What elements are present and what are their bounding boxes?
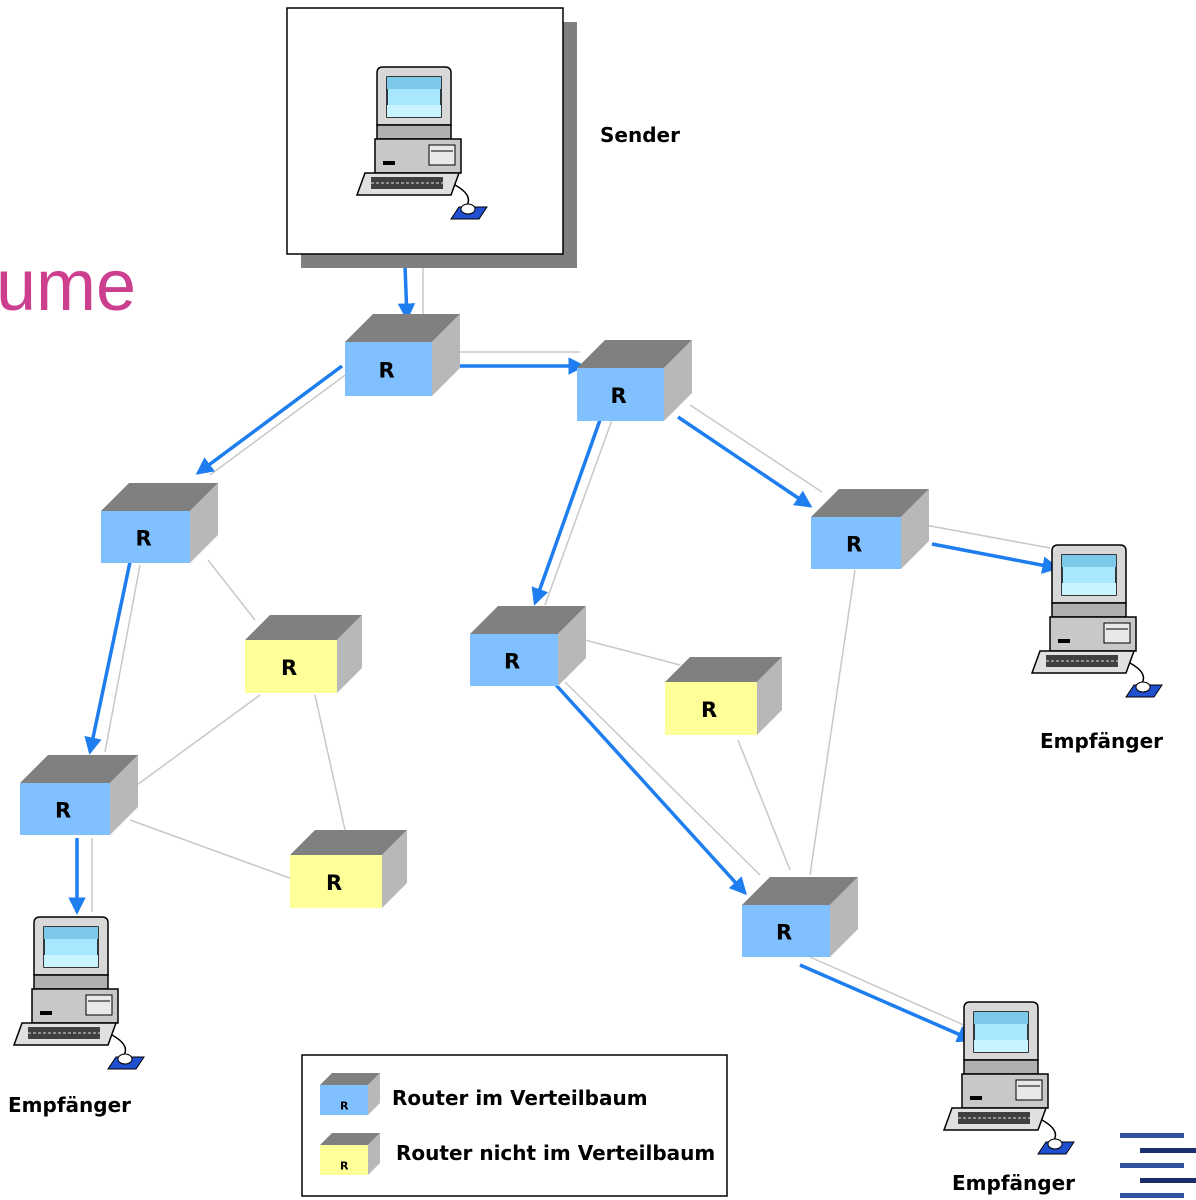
- receiver-bottom-label: Empfänger: [952, 1171, 1075, 1195]
- router-left-1: R: [101, 483, 218, 563]
- receiver-left-computer-icon: [13, 916, 145, 1070]
- legend: R R Router im Verteilbaum Router nicht im…: [301, 1054, 728, 1197]
- router-r1: R: [345, 314, 460, 396]
- router-yellow-3-label: R: [701, 698, 717, 722]
- router-left-1-label: R: [136, 527, 152, 551]
- logo-stripes-icon: [1120, 1133, 1196, 1198]
- router-yellow-2-label: R: [326, 871, 342, 895]
- router-left-2: R: [20, 755, 138, 835]
- router-r1-label: R: [379, 359, 395, 383]
- receiver-right-label: Empfänger: [1040, 729, 1163, 753]
- legend-in-tree-label: Router im Verteilbaum: [392, 1086, 648, 1110]
- links: [91, 268, 1051, 1031]
- receiver-right-computer-icon: [1031, 544, 1163, 698]
- sender-box: [286, 7, 577, 268]
- router-middle-1-label: R: [504, 650, 520, 674]
- sender-label: Sender: [600, 123, 680, 147]
- router-bottom-label: R: [776, 921, 792, 945]
- legend-router-not-in-tree-icon: R: [320, 1133, 380, 1175]
- legend-router-not-in-tree-icon-label: R: [340, 1160, 349, 1173]
- receiver-bottom-computer-icon: [943, 1001, 1075, 1155]
- router-yellow-1-label: R: [281, 656, 297, 680]
- router-yellow-3: R: [665, 657, 782, 735]
- legend-router-in-tree-icon: R: [320, 1073, 380, 1115]
- router-yellow-1: R: [245, 615, 362, 693]
- routers: R R R R R R R R R R: [20, 314, 929, 957]
- router-left-2-label: R: [55, 799, 71, 823]
- receiver-left-label: Empfänger: [8, 1093, 131, 1117]
- router-r2: R: [577, 340, 692, 421]
- slide-title-fragment: ume: [0, 246, 137, 326]
- multicast-arrows: [68, 265, 1060, 1043]
- legend-router-in-tree-icon-label: R: [340, 1100, 349, 1113]
- legend-not-in-tree-label: Router nicht im Verteilbaum: [396, 1141, 715, 1165]
- router-bottom: R: [742, 877, 858, 957]
- router-yellow-2: R: [290, 830, 407, 908]
- router-right-1: R: [811, 489, 929, 569]
- router-middle-1: R: [470, 606, 586, 686]
- router-r2-label: R: [611, 384, 627, 408]
- router-right-1-label: R: [846, 533, 862, 557]
